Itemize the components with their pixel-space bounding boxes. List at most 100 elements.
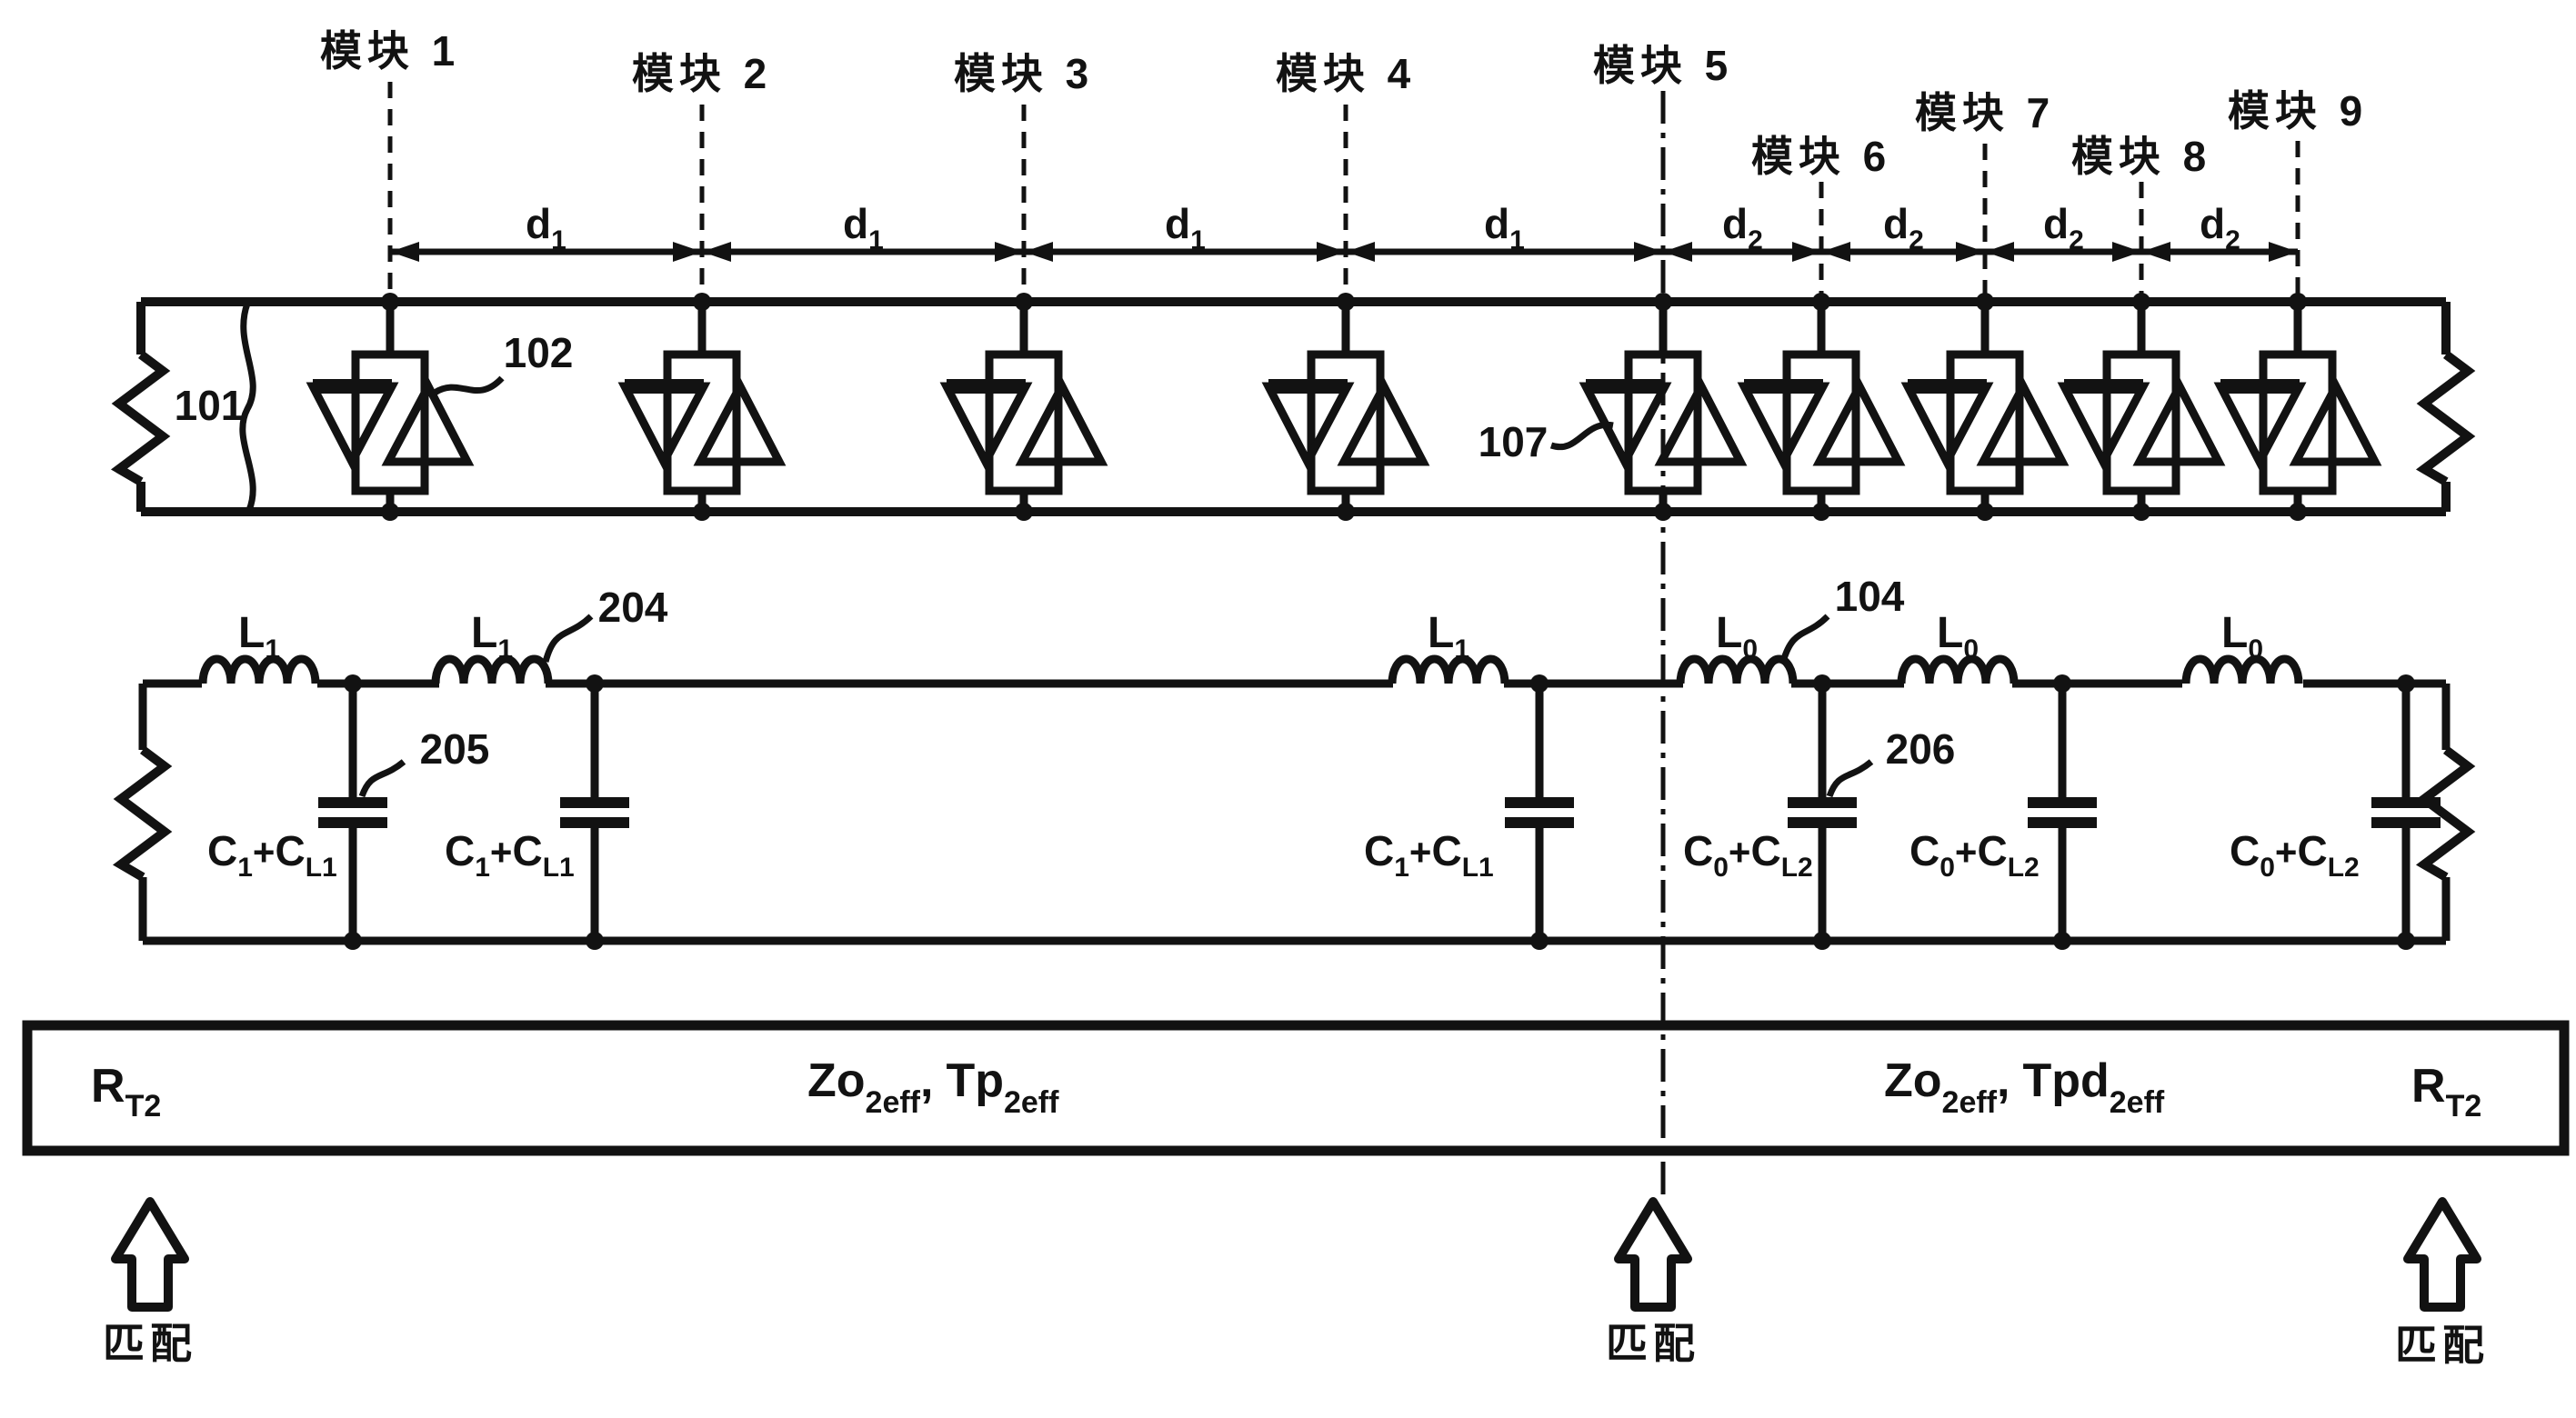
diode-module-8 [2064,293,2219,521]
d-label-6: d2 [1883,200,1924,255]
ladder-right-resistor [2424,750,2468,877]
diode-module-1 [313,293,467,521]
dimension-arrowhead-right [673,242,702,262]
inductor-L0-1 [1680,659,1793,684]
capacitor-label-5: C0+CL2 [1909,827,2040,883]
dimension-arrowhead-right [1792,242,1821,262]
d-label-8: d2 [2200,200,2240,255]
ref-205-label: 205 [420,725,490,773]
diode-module-3 [947,293,1101,521]
capacitor-label-3: C1+CL1 [1364,827,1494,883]
match-arrow-left [115,1202,185,1307]
ref-101-label: 101 [175,382,245,429]
module-label-3: 模块 3 [954,50,1094,97]
dimension-arrowhead-left [1024,242,1053,262]
inductor-label-1: L1 [238,609,280,664]
inductor-label-4: L0 [1716,609,1758,664]
ref-104-leader [1779,614,1830,664]
inductor-label-6: L0 [2221,609,2263,664]
capacitor-label-4: C0+CL2 [1683,827,1813,883]
capacitor-6 [2371,674,2441,950]
diode-bus-row: 101 102 107 [119,293,2468,521]
ref-206-leader [1826,759,1874,798]
match-label-left: 匹配 [103,1320,197,1367]
inductor-L1-2 [436,659,548,684]
bus-left-resistor [119,354,163,482]
dimension-arrowhead-left [1663,242,1692,262]
dimension-arrowhead-right [2112,242,2141,262]
module-label-9: 模块 9 [2228,87,2368,135]
module-axes [387,82,2300,1197]
module-label-7: 模块 7 [1915,89,2055,136]
capacitor-label-1: C1+CL1 [207,827,337,883]
capacitor-1 [318,674,387,950]
ref-205-leader [358,759,406,798]
bus-right-resistor [2424,354,2468,482]
d-label-7: d2 [2043,200,2084,255]
match-label-center: 匹配 [1606,1320,1700,1367]
dimension-arrowhead-right [2269,242,2298,262]
d-label-5: d2 [1722,200,1763,255]
dimension-arrowhead-right [1634,242,1663,262]
match-arrow-right [2408,1202,2477,1307]
ref-204-leader [542,614,594,663]
dimension-arrowhead-right [995,242,1024,262]
diode-module-9 [2220,293,2375,521]
ref-104-label: 104 [1835,573,1905,620]
inductor-label-2: L1 [471,609,513,664]
diode-module-2 [625,293,779,521]
d-label-1: d1 [526,200,566,255]
match-arrow-center [1619,1202,1688,1307]
match-label-right: 匹配 [2395,1322,2490,1369]
capacitor-label-6: C0+CL2 [2230,827,2360,883]
ladder-outline [138,679,2451,945]
inductor-L0-2 [1901,659,2014,684]
bar-left-rt2: RT2 [91,1060,161,1123]
ladder-left-resistor [121,750,165,877]
ref-204-label: 204 [598,584,668,631]
dimension-arrowhead-right [1317,242,1346,262]
capacitor-label-2: C1+CL1 [445,827,575,883]
dimension-arrowhead-left [2141,242,2170,262]
module-label-1: 模块 1 [320,27,460,75]
match-arrows: 匹配 匹配 匹配 [103,1202,2490,1369]
inductor-L0-3 [2186,659,2299,684]
module-labels: 模块 1 模块 2 模块 3 模块 4 模块 5 模块 6 模块 7 模块 8 … [320,27,2368,180]
dimension-arrowhead-right [1956,242,1985,262]
capacitor-3 [1505,674,1574,950]
inductor-L1-1 [203,659,316,684]
inductor-label-3: L1 [1428,609,1469,664]
bar-left-impedance: Zo2eff,Tp2eff [807,1054,1059,1120]
bus-outline [136,297,2451,516]
inductor-label-5: L0 [1937,609,1979,664]
termination-bar-outline [22,1020,2570,1156]
module-label-2: 模块 2 [632,50,772,97]
capacitor-2 [560,674,629,950]
inductor-L1-3 [1392,659,1505,684]
module-label-4: 模块 4 [1276,50,1416,97]
dimension-arrowhead-left [1346,242,1375,262]
module-label-6: 模块 6 [1751,133,1891,180]
d-label-3: d1 [1165,200,1206,255]
dimension-arrowhead-left [1821,242,1850,262]
bus-brace-squiggle [239,302,256,512]
diode-module-6 [1744,293,1899,521]
capacitor-5 [2028,674,2097,950]
ref-206-label: 206 [1886,725,1956,773]
d-label-4: d1 [1484,200,1525,255]
diode-module-7 [1908,293,2062,521]
ref-107-label: 107 [1478,418,1549,465]
ref-102-label: 102 [504,329,574,376]
dimension-arrowhead-left [702,242,731,262]
module-label-8: 模块 8 [2071,133,2211,180]
capacitor-4 [1788,674,1857,950]
ref-102-leader [433,375,505,396]
lc-ladder-row: L1 L1 L1 L0 L0 L0 204 104 205 206 C1+CL1… [121,573,2468,950]
bar-right-impedance: Zo2eff,Tpd2eff [1884,1054,2165,1120]
d-label-2: d1 [843,200,884,255]
dimension-arrowhead-left [1985,242,2014,262]
dimension-line: d1 d1 d1 d1 d2 d2 d2 d2 [390,200,2298,262]
module-label-5: 模块 5 [1593,42,1733,89]
